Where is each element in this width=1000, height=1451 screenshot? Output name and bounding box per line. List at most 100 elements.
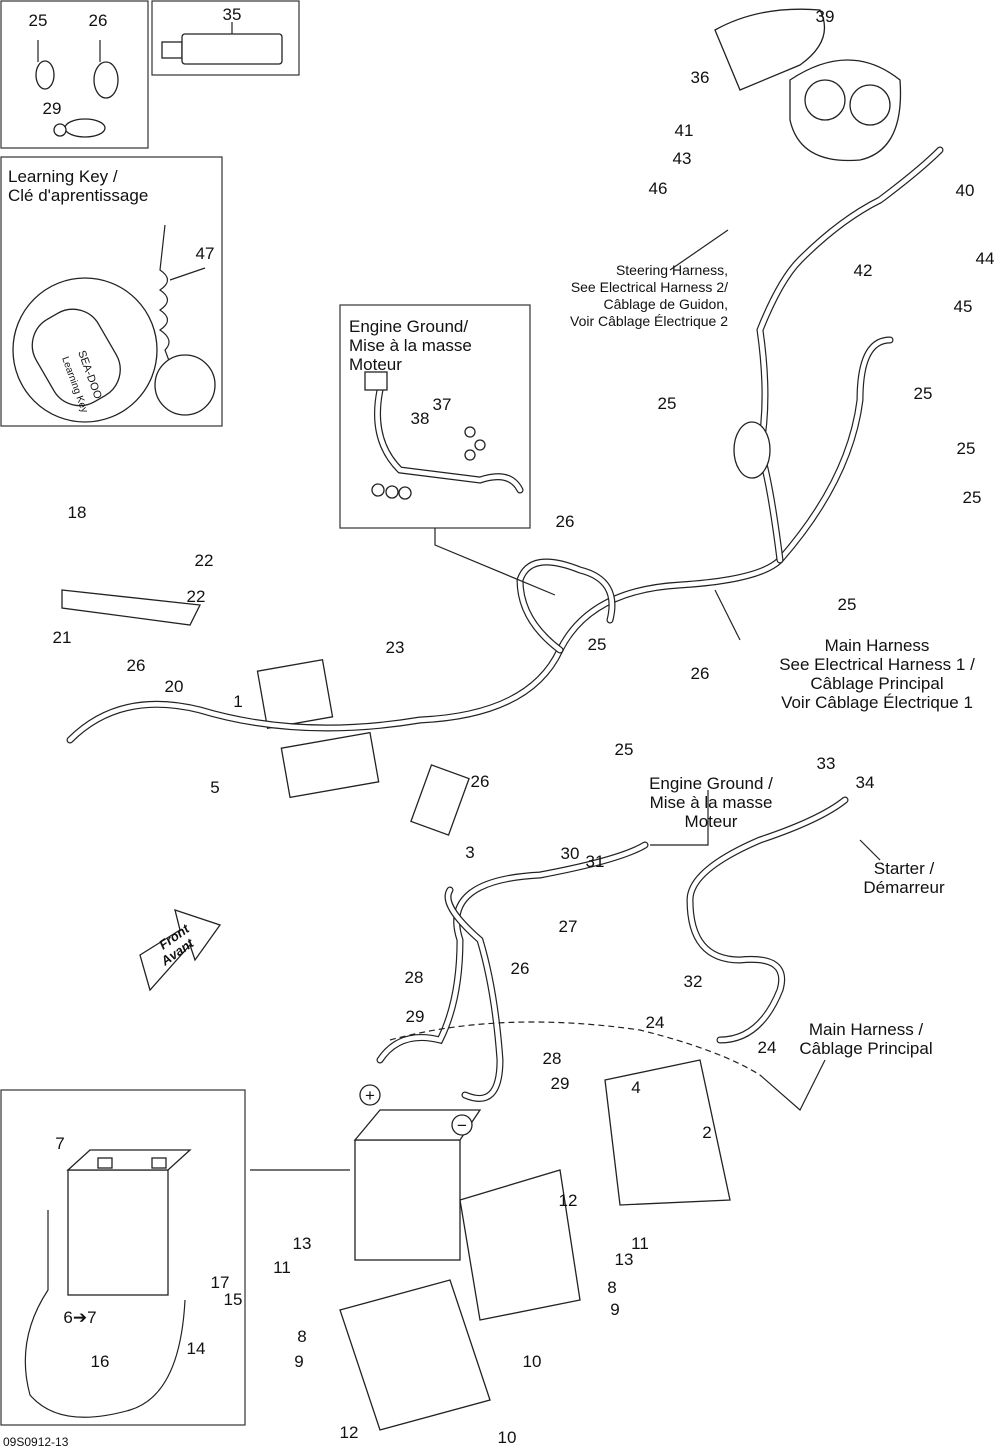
callout-26: 26	[127, 656, 146, 675]
note-steering-harness-line: Câblage de Guidon,	[603, 296, 728, 312]
plus-terminal-icon: +	[365, 1086, 375, 1105]
callout-25: 25	[588, 635, 607, 654]
inset-box-learning-key	[0, 156, 223, 427]
callout-47: 47	[196, 244, 215, 263]
callout-28: 28	[405, 968, 424, 987]
callout-29: 29	[551, 1074, 570, 1093]
callout-13: 13	[615, 1250, 634, 1269]
callout-18: 18	[68, 503, 87, 522]
callout-8: 8	[607, 1278, 616, 1297]
callout-28: 28	[543, 1049, 562, 1068]
battery-inset-icon	[24, 1149, 192, 1418]
callout-3: 3	[465, 843, 474, 862]
callout-39: 39	[816, 7, 835, 26]
callout-25: 25	[29, 11, 48, 30]
callout-26: 26	[471, 772, 490, 791]
note-engine-ground-2-line: Mise à la masse	[650, 793, 773, 812]
callout-40: 40	[956, 181, 975, 200]
note-learning-key-line: Learning Key /	[8, 167, 118, 186]
note-main-harness-1-line: See Electrical Harness 1 /	[779, 655, 975, 674]
inset-box-grease	[151, 0, 300, 76]
callout-16: 16	[91, 1352, 110, 1371]
callout-6-7: 6➔7	[63, 1308, 96, 1327]
note-engine-ground-box-line: Engine Ground/	[349, 317, 468, 336]
callout-15: 15	[224, 1290, 243, 1309]
callout-31: 31	[586, 852, 605, 871]
callout-2: 2	[702, 1123, 711, 1142]
learning-key-icon: SEA-DOO Learning Key	[12, 224, 216, 423]
callout-9: 9	[294, 1352, 303, 1371]
callout-45: 45	[954, 297, 973, 316]
callout-25: 25	[914, 384, 933, 403]
callout-33: 33	[817, 754, 836, 773]
callout-25: 25	[963, 488, 982, 507]
battery-cables	[376, 796, 849, 1102]
cable-tie-icon	[35, 40, 119, 138]
callout-27: 27	[559, 917, 578, 936]
electronic-module-icon	[61, 589, 470, 836]
note-engine-ground-2-line: Engine Ground /	[649, 774, 773, 793]
callout-11: 11	[631, 1234, 649, 1253]
callout-25: 25	[957, 439, 976, 458]
callout-32: 32	[684, 972, 703, 991]
callout-35: 35	[223, 5, 242, 24]
callout-10: 10	[498, 1428, 517, 1447]
callout-26: 26	[89, 11, 108, 30]
callout-13: 13	[293, 1234, 312, 1253]
note-steering-harness-line: Voir Câblage Électrique 2	[570, 313, 728, 329]
note-main-harness-1-line: Main Harness	[825, 636, 930, 655]
inset-box-ties	[0, 0, 149, 149]
callout-12: 12	[340, 1423, 359, 1442]
callout-43: 43	[673, 149, 692, 168]
note-engine-ground-box-line: Mise à la masse	[349, 336, 472, 355]
callout-14: 14	[187, 1339, 206, 1358]
callout-29: 29	[43, 99, 62, 118]
note-starter-line: Démarreur	[863, 878, 945, 897]
instrument-cluster-icon	[714, 8, 902, 162]
callout-20: 20	[165, 677, 184, 696]
minus-terminal-icon: −	[457, 1116, 467, 1135]
note-steering-harness-line: Steering Harness,	[616, 262, 728, 278]
callout-26: 26	[556, 512, 575, 531]
callout-21: 21	[53, 628, 72, 647]
note-main-harness-2-line: Main Harness /	[809, 1020, 924, 1039]
callout-42: 42	[854, 261, 873, 280]
main-harness	[66, 146, 944, 744]
callout-11: 11	[273, 1258, 291, 1277]
callout-46: 46	[649, 179, 668, 198]
leader-lines	[250, 229, 881, 1171]
callout-4: 4	[631, 1078, 640, 1097]
callout-29: 29	[406, 1007, 425, 1026]
callout-24: 24	[646, 1013, 665, 1032]
note-main-harness-1-line: Voir Câblage Électrique 1	[781, 693, 973, 712]
callout-25: 25	[838, 595, 857, 614]
callout-5: 5	[210, 778, 219, 797]
note-starter-line: Starter /	[874, 859, 935, 878]
callout-22: 22	[187, 587, 206, 606]
callout-17: 17	[211, 1273, 230, 1292]
inset-box-battery	[0, 1089, 246, 1426]
callout-23: 23	[386, 638, 405, 657]
note-steering-harness-line: See Electrical Harness 2/	[571, 279, 728, 295]
callout-36: 36	[691, 68, 710, 87]
note-main-harness-2-line: Câblage Principal	[799, 1039, 932, 1058]
callout-1: 1	[233, 692, 242, 711]
callout-22: 22	[195, 551, 214, 570]
callout-9: 9	[610, 1300, 619, 1319]
callout-10: 10	[523, 1352, 542, 1371]
note-learning-key-line: Clé d'aprentissage	[8, 186, 148, 205]
callout-30: 30	[561, 844, 580, 863]
callout-38: 38	[411, 409, 430, 428]
callout-8: 8	[297, 1327, 306, 1346]
callout-34: 34	[856, 773, 875, 792]
callout-37: 37	[433, 395, 452, 414]
battery-tray-icon	[339, 1059, 731, 1431]
note-engine-ground-2-line: Moteur	[685, 812, 738, 831]
grease-tube-icon	[161, 22, 283, 65]
callout-24: 24	[758, 1038, 777, 1057]
callout-26: 26	[511, 959, 530, 978]
